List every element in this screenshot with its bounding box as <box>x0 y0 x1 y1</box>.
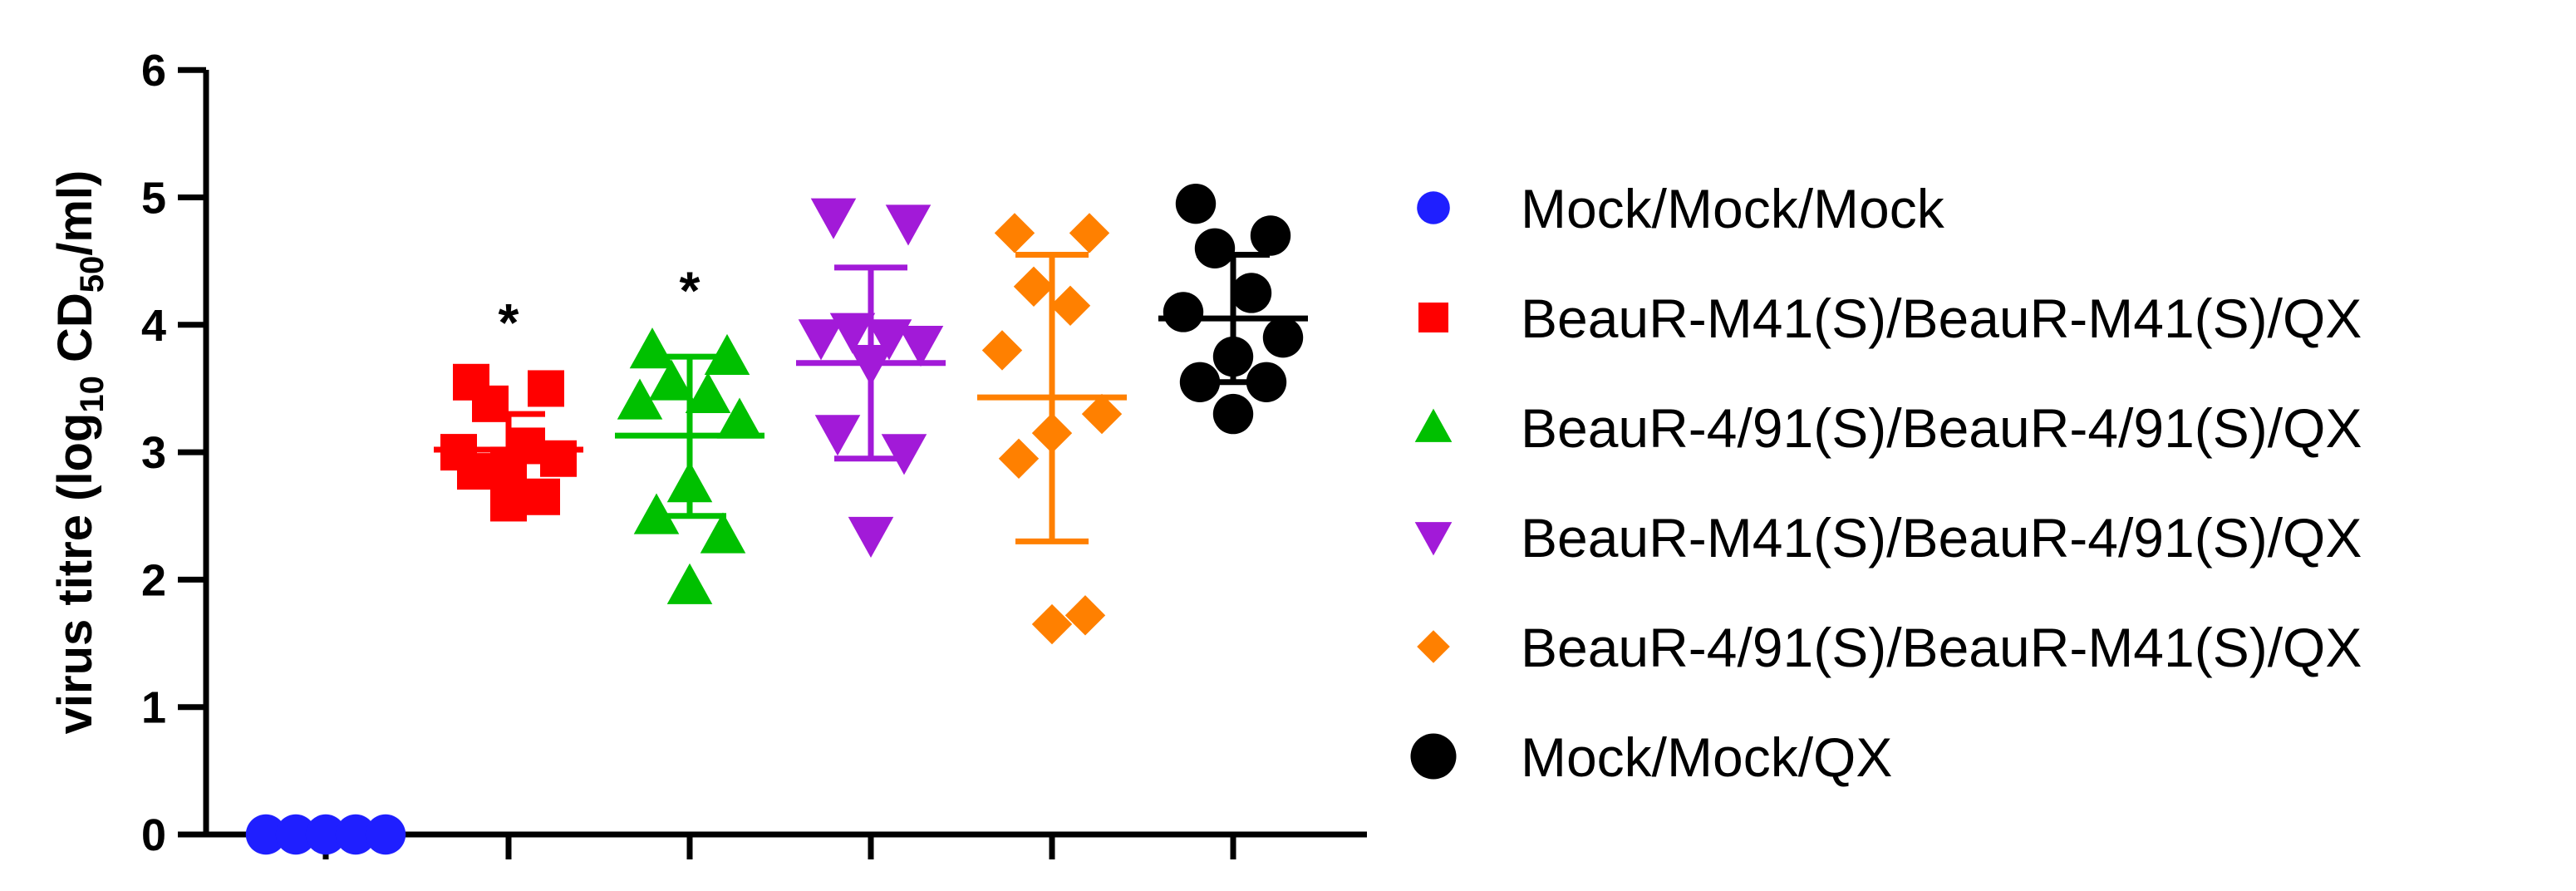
legend-marker-3 <box>1414 408 1453 442</box>
y-tick-label-4: 4 <box>141 301 166 351</box>
y-tick-label-5: 5 <box>141 174 166 224</box>
point-1-4 <box>335 814 376 855</box>
y-ticks: 0 1 2 3 4 5 6 <box>141 46 206 860</box>
point-5-10 <box>1031 603 1073 645</box>
legend-marker-1 <box>1417 191 1450 224</box>
point-6-10 <box>1212 393 1254 435</box>
legend-marker-6 <box>1410 733 1457 780</box>
point-5-1 <box>994 213 1035 254</box>
y-axis-title-sub2: 50 <box>74 256 111 293</box>
legend-item-4: BeauR-M41(S)/BeauR-4/91(S)/QX <box>1414 507 2362 569</box>
y-axis-title-sub1: 10 <box>74 376 111 413</box>
point-2-2 <box>528 370 564 407</box>
point-3-2 <box>704 333 750 375</box>
y-axis-title-mid: CD <box>48 293 102 376</box>
point-6-5 <box>1163 292 1204 332</box>
point-5-6 <box>1081 393 1123 435</box>
point-4-2 <box>885 204 932 246</box>
y-tick-label-3: 3 <box>141 428 166 478</box>
point-1-1 <box>245 814 287 855</box>
y-axis-title-prefix: virus titre (log <box>48 413 102 735</box>
point-4-10 <box>848 516 894 559</box>
legend-item-1: Mock/Mock/Mock <box>1417 178 1945 239</box>
point-1-3 <box>305 814 347 855</box>
legend-marker-5 <box>1417 630 1450 663</box>
group-2: * <box>434 293 583 522</box>
legend: Mock/Mock/MockBeauR-M41(S)/BeauR-M41(S)/… <box>1410 178 2362 788</box>
point-5-3 <box>1013 266 1054 308</box>
point-6-6 <box>1262 317 1304 358</box>
y-tick-label-0: 0 <box>141 810 166 860</box>
y-tick-label-6: 6 <box>141 46 166 96</box>
point-3-9 <box>700 512 746 554</box>
point-4-1 <box>810 198 857 239</box>
y-tick-label-2: 2 <box>141 555 166 605</box>
legend-label-5: BeauR-4/91(S)/BeauR-M41(S)/QX <box>1521 617 2362 678</box>
point-2-6 <box>540 440 577 477</box>
legend-label-1: Mock/Mock/Mock <box>1521 178 1945 239</box>
legend-item-2: BeauR-M41(S)/BeauR-M41(S)/QX <box>1418 288 2362 349</box>
data-groups: ** <box>245 183 1308 855</box>
point-3-3 <box>648 359 695 401</box>
point-4-5 <box>798 319 844 361</box>
y-axis-title-suffix: /ml) <box>48 170 102 256</box>
group-5 <box>977 213 1127 645</box>
point-4-8 <box>814 415 861 456</box>
point-3-4 <box>685 372 731 413</box>
point-5-5 <box>981 330 1023 371</box>
significance-3: * <box>680 260 701 320</box>
legend-label-6: Mock/Mock/QX <box>1521 726 1892 788</box>
point-2-10 <box>490 485 527 522</box>
legend-item-6: Mock/Mock/QX <box>1410 726 1892 788</box>
point-6-4 <box>1231 273 1272 313</box>
point-4-9 <box>881 434 927 475</box>
y-axis-title: virus titre (log10 CD50/ml) <box>48 170 111 735</box>
legend-item-3: BeauR-4/91(S)/BeauR-4/91(S)/QX <box>1414 397 2362 459</box>
group-3: * <box>615 260 764 604</box>
legend-label-3: BeauR-4/91(S)/BeauR-4/91(S)/QX <box>1521 397 2362 459</box>
point-3-5 <box>617 378 663 420</box>
legend-marker-4 <box>1414 522 1453 556</box>
x-ticks <box>322 834 1236 859</box>
point-4-6 <box>897 325 944 367</box>
group-4 <box>796 198 946 559</box>
significance-2: * <box>499 293 519 352</box>
point-3-10 <box>666 563 713 604</box>
point-5-2 <box>1069 213 1110 254</box>
group-1 <box>245 814 406 855</box>
legend-label-2: BeauR-M41(S)/BeauR-M41(S)/QX <box>1521 288 2362 349</box>
legend-item-5: BeauR-4/91(S)/BeauR-M41(S)/QX <box>1417 617 2362 678</box>
point-1-5 <box>365 814 406 855</box>
point-5-9 <box>1064 595 1106 636</box>
point-1-2 <box>275 814 317 855</box>
point-5-8 <box>998 438 1040 479</box>
point-3-1 <box>629 327 676 369</box>
group-6 <box>1158 183 1308 435</box>
point-6-1 <box>1175 183 1217 224</box>
legend-label-4: BeauR-M41(S)/BeauR-4/91(S)/QX <box>1521 507 2362 569</box>
legend-marker-2 <box>1418 303 1448 332</box>
point-5-4 <box>1050 285 1091 327</box>
point-6-2 <box>1250 215 1291 256</box>
y-tick-label-1: 1 <box>141 683 166 733</box>
point-6-3 <box>1194 228 1236 269</box>
point-3-6 <box>716 397 763 439</box>
